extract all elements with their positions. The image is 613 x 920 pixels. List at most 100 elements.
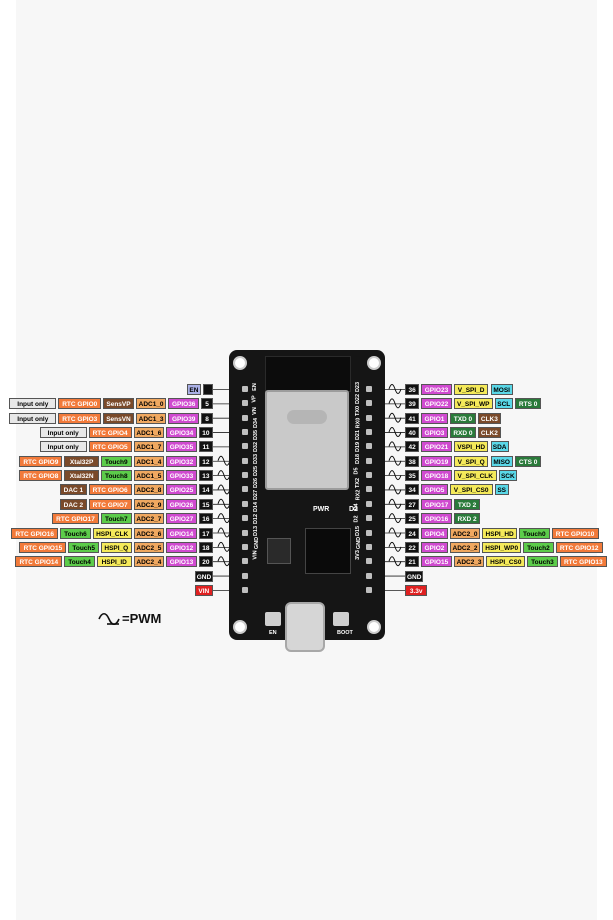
usb-c-port[interactable] [285,602,325,652]
left-pin-label: ADC1_4 [133,455,165,467]
left-pin-label: RTC GPIO3 [58,412,102,424]
right-header-pin [366,500,372,507]
left-header-pin [242,443,248,450]
left-pin-label: DAC 2 [60,498,87,510]
left-pin-label: GPIO32 [166,455,197,467]
left-silkscreen-label: GND [254,536,261,550]
left-header-pin [242,486,248,493]
left-pin-label: GPIO26 [166,498,197,510]
left-header-pin [242,386,248,392]
right-pin-label: Touch2 [523,541,554,553]
left-header-pin [242,572,248,579]
right-pwm-mark [388,513,402,524]
right-silkscreen-label: RX0 [355,417,362,429]
right-pin-label: RTC GPIO13 [559,556,607,568]
left-pin-label: HSPI_ID [96,556,132,568]
left-header-pin [242,414,248,421]
right-pin-label: GPIO15 [421,556,452,568]
left-pin-label: GPIO36 [168,398,199,410]
right-pin-label: SDA [490,441,509,453]
left-pin-label: GPIO14 [166,527,197,539]
left-pin-label: RTC GPIO6 [88,484,132,496]
left-silkscreen-label: D12 [253,513,260,525]
right-header-pin [366,543,372,550]
right-pin-label: 34 [405,484,420,496]
left-pin-label: GPIO39 [168,412,199,424]
right-pin-label: GPIO19 [421,455,452,467]
left-silkscreen-label: D26 [253,477,260,489]
right-pin-label: GPIO4 [421,527,448,539]
mount-hole-br [367,620,381,634]
right-silkscreen-label: D4 [353,503,360,511]
right-pin-label: V_SPI_Q [453,455,489,467]
left-silkscreen-label: D33 [253,453,260,465]
left-pin-label: RTC GPIO4 [88,427,132,439]
left-pin-label: Input only [9,412,57,424]
left-pin-label: ADC2_6 [133,527,165,539]
right-pin-label: 36 [405,384,420,395]
right-pin-label: SCK [498,470,517,482]
left-silkscreen-label: D27 [253,489,260,501]
left-pin-label: 18 [198,541,213,553]
right-pin-label: 39 [405,398,420,410]
left-pin-label: RTC GPIO7 [88,498,132,510]
left-silkscreen-label: D32 [253,441,260,453]
right-pin-label: ADC2_0 [449,527,481,539]
left-pin-label: SensVN [103,412,134,424]
right-silkscreen-label: RX2 [355,489,362,501]
boot-button[interactable] [333,612,349,626]
right-pin-label: ADC2_3 [453,556,485,568]
left-pin-label: Xtal32N [64,470,99,482]
left-pin-label: GPIO25 [166,484,197,496]
right-pin-label: GPIO16 [421,513,452,525]
left-header-pin [242,529,248,536]
right-pin-label: V_SPI_D [453,384,489,395]
right-pin-label: ADC2_2 [449,541,481,553]
right-header-pin [366,472,372,479]
right-pin-label: 42 [405,441,420,453]
left-pin-label: HSPI_Q [101,541,132,553]
right-pin-label: GPIO17 [421,498,452,510]
left-pin-label: GPIO27 [166,513,197,525]
left-header-pin [242,500,248,507]
en-button[interactable] [265,612,281,626]
left-header-pin [242,586,248,593]
right-pwm-mark [388,398,402,409]
left-pwm-mark [217,513,231,524]
left-pin-label: 5 [201,398,213,410]
right-silkscreen-label: TX0 [355,405,362,417]
left-pin-label: ADC2_5 [133,541,165,553]
right-header-pin [366,386,372,392]
pwm-icon [98,612,120,626]
left-pin-label: RTC GPIO17 [52,513,99,525]
right-header-pin [366,529,372,536]
right-pin-label: HSPI_WP0 [482,541,522,553]
right-pin-label: GPIO2 [421,541,448,553]
right-pin-label: GPIO23 [421,384,452,395]
right-header-pin [366,400,372,407]
right-pin-label: RTS 0 [514,398,542,410]
right-header-pin [366,414,372,421]
en-label: EN [269,630,277,636]
left-pin-label: RTC GPIO16 [11,527,59,539]
right-pin-label: GND [405,570,424,582]
left-pin-label: 13 [198,470,213,482]
left-silkscreen-label: D13 [253,525,260,537]
left-pin-label: Input only [39,441,87,453]
right-pin-label: V_SPI_WP [453,398,493,410]
right-pwm-mark [388,541,402,552]
left-header-pin [242,400,248,407]
left-pin-label: GPIO13 [166,556,197,568]
left-pin-label: RTC GPIO5 [88,441,132,453]
regulator [267,538,291,564]
left-pin-label: RTC GPIO14 [15,556,63,568]
left-pin-label: RTC GPIO8 [19,470,63,482]
left-pin-label: ADC2_7 [133,513,165,525]
left-pin-label: 16 [198,513,213,525]
left-pin-label: GPIO12 [166,541,197,553]
left-header-pin [242,543,248,550]
left-pin-label: 17 [198,527,213,539]
left-silkscreen-label: VIN [252,550,259,560]
